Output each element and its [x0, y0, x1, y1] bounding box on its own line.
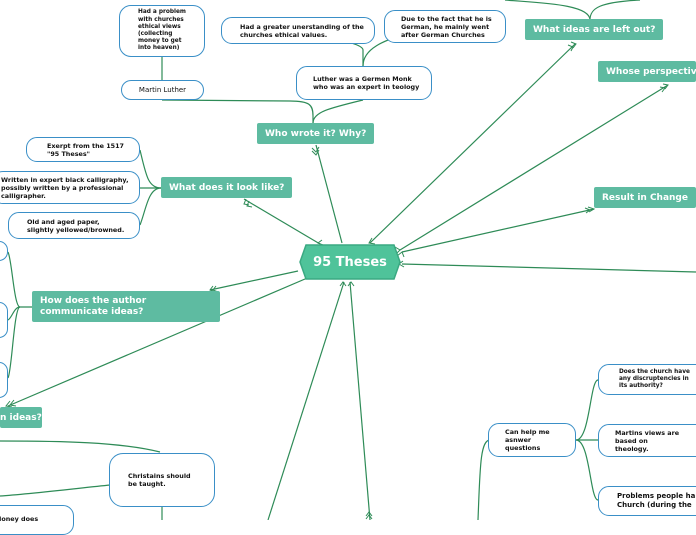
- link-right-edge: [401, 263, 696, 273]
- leaf-partial-3[interactable]: [0, 362, 8, 398]
- leaf-answer-questions[interactable]: Can help me asnwer questions: [488, 423, 576, 457]
- leaf-calligraphy[interactable]: Written in expert black calligraphy, pos…: [0, 171, 140, 204]
- leaf-greater-understanding-text: Had a greater unerstanding of the church…: [240, 22, 364, 39]
- topic-ideas[interactable]: n ideas?: [0, 407, 42, 428]
- leaf-martin-luther[interactable]: Martin Luther: [121, 80, 204, 100]
- topic-left-out-label: What ideas are left out?: [533, 24, 656, 35]
- leaf-martins-views[interactable]: Martins views are based on theology.: [598, 424, 696, 457]
- leaf-german-text: Due to the fact that he is German, he ma…: [401, 14, 492, 39]
- link-left-out: [369, 43, 576, 244]
- link-bottom-left: [267, 281, 345, 520]
- leaf-exerpt-text: Exerpt from the 1517 "95 Theses": [47, 141, 124, 158]
- leaf-money[interactable]: Money does: [0, 505, 74, 535]
- link-ideas: [7, 275, 313, 407]
- topic-look-like[interactable]: What does it look like?: [161, 177, 293, 198]
- leaf-problem-ethical-text: Had a problem with churches ethical view…: [138, 9, 186, 52]
- link-answer-problems: [575, 439, 599, 501]
- leaf-martins-views-text: Martins views are based on theology.: [615, 428, 680, 453]
- central-topic-label: 95 Theses: [313, 254, 387, 270]
- leaf-problems-people[interactable]: Problems people ha Church (during the: [598, 486, 696, 516]
- central-hexagon-shape: [299, 244, 401, 280]
- leaf-monk[interactable]: Luther was a Germen Monk who was an expe…: [296, 66, 432, 100]
- link-top-edge: [589, 0, 641, 21]
- central-topic[interactable]: 95 Theses: [298, 243, 402, 281]
- link-who-martin: [161, 99, 314, 123]
- link-look-exerpt: [139, 149, 162, 189]
- topic-communicate[interactable]: How does the author communicate ideas?: [32, 291, 220, 322]
- leaf-money-text: Money does: [0, 515, 39, 523]
- leaf-problem-ethical[interactable]: Had a problem with churches ethical view…: [119, 5, 205, 57]
- topic-communicate-label: How does the author communicate ideas?: [40, 296, 147, 317]
- leaf-discrepancies-text: Does the church have any discruptencies …: [619, 368, 690, 390]
- topic-perspective[interactable]: Whose perspective: [598, 61, 696, 82]
- topic-who-wrote[interactable]: Who wrote it? Why?: [257, 123, 375, 144]
- link-perspective: [399, 84, 669, 251]
- link-bottom: [349, 281, 371, 520]
- link-who-wrote: [315, 144, 343, 244]
- link-answer-discrepancies: [575, 379, 599, 441]
- leaf-discrepancies[interactable]: Does the church have any discruptencies …: [598, 364, 696, 395]
- link-look-like: [243, 198, 321, 245]
- topic-left-out[interactable]: What ideas are left out?: [525, 19, 664, 40]
- topic-ideas-label: n ideas?: [0, 412, 42, 423]
- leaf-problems-people-text: Problems people ha Church (during the: [617, 492, 696, 509]
- leaf-christians[interactable]: Christains should be taught.: [109, 453, 215, 507]
- leaf-partial-2[interactable]: [0, 302, 8, 338]
- link-answer: [477, 439, 491, 520]
- topic-who-wrote-label: Who wrote it? Why?: [265, 128, 367, 139]
- topic-look-like-label: What does it look like?: [169, 182, 285, 193]
- leaf-calligraphy-text: Written in expert black calligraphy, pos…: [1, 175, 129, 200]
- leaf-paper-text: Old and aged paper, slightly yellowed/br…: [27, 217, 125, 234]
- leaf-greater-understanding[interactable]: Had a greater unerstanding of the church…: [221, 17, 375, 44]
- topic-result-label: Result in Change: [602, 192, 688, 203]
- link-ideas-christians: [0, 440, 161, 453]
- leaf-answer-questions-text: Can help me asnwer questions: [505, 428, 550, 452]
- leaf-christians-text: Christains should be taught.: [128, 472, 191, 488]
- link-result: [401, 208, 595, 253]
- link-communicate: [209, 270, 299, 291]
- leaf-martin-luther-text: Martin Luther: [138, 85, 187, 94]
- topic-perspective-label: Whose perspective: [606, 66, 696, 77]
- leaf-exerpt[interactable]: Exerpt from the 1517 "95 Theses": [26, 137, 140, 162]
- topic-result[interactable]: Result in Change: [594, 187, 696, 208]
- connection-lines: [0, 0, 696, 520]
- link-who-monk: [312, 99, 364, 124]
- leaf-monk-text: Luther was a Germen Monk who was an expe…: [313, 75, 420, 91]
- leaf-paper[interactable]: Old and aged paper, slightly yellowed/br…: [8, 212, 140, 239]
- link-look-paper: [139, 187, 162, 226]
- leaf-german[interactable]: Due to the fact that he is German, he ma…: [384, 10, 506, 43]
